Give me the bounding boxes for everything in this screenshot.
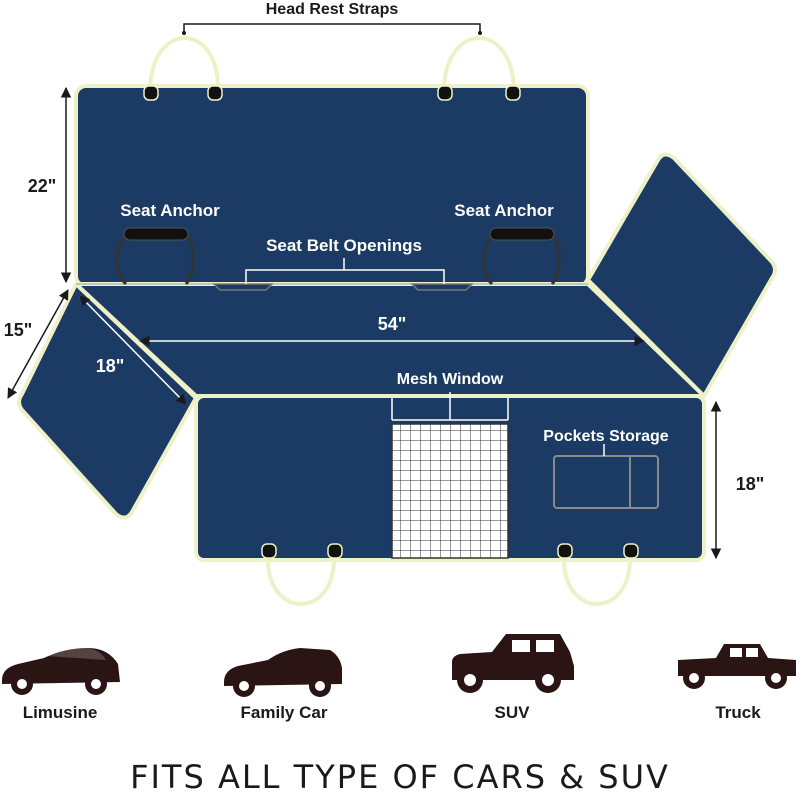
strap-buckles-top	[143, 85, 521, 101]
head-rest-bracket	[183, 23, 481, 32]
dim-label-15: 15"	[4, 320, 33, 340]
dim-label-54: 54"	[378, 314, 407, 334]
seat-belt-pointer	[245, 258, 445, 284]
wagon-icon	[224, 648, 342, 697]
seat-belt-openings	[212, 283, 474, 291]
vehicle-label-suv: SUV	[495, 703, 531, 722]
seat-anchor-left-shape	[115, 227, 195, 286]
head-rest-strap-loops	[148, 36, 516, 93]
mesh-window	[391, 423, 509, 559]
dim-label-18-front: 18"	[736, 474, 765, 494]
footer-title: FITS ALL TYPE OF CARS & SUV	[130, 758, 670, 796]
back-panel	[74, 84, 590, 288]
label-pockets-storage: Pockets Storage	[543, 428, 668, 445]
sedan-icon	[2, 647, 120, 695]
storage-pockets	[553, 455, 659, 509]
label-head-rest-straps: Head Rest Straps	[266, 1, 399, 18]
label-seat-anchor-left: Seat Anchor	[120, 201, 220, 220]
dim-arrow-18-diag	[79, 295, 187, 405]
vehicle-label-limusine: Limusine	[23, 703, 98, 722]
label-seat-anchor-right: Seat Anchor	[454, 201, 554, 220]
suv-icon	[452, 634, 574, 693]
label-seat-belt-openings: Seat Belt Openings	[266, 236, 422, 255]
right-side-flap	[586, 152, 777, 398]
seat-anchor-right-shape	[482, 227, 561, 286]
label-mesh-window: Mesh Window	[397, 371, 504, 388]
dim-label-22: 22"	[28, 176, 57, 196]
pickup-truck-icon	[678, 644, 796, 689]
dim-arrow-15	[7, 289, 69, 399]
mesh-window-pointer	[391, 392, 509, 421]
vehicle-label-truck: Truck	[715, 703, 761, 722]
dim-label-18-diag: 18"	[96, 356, 125, 376]
bottom-strap-loops	[265, 555, 633, 606]
vehicle-label-family-car: Family Car	[241, 703, 328, 722]
strap-buckles-bottom	[261, 543, 639, 559]
